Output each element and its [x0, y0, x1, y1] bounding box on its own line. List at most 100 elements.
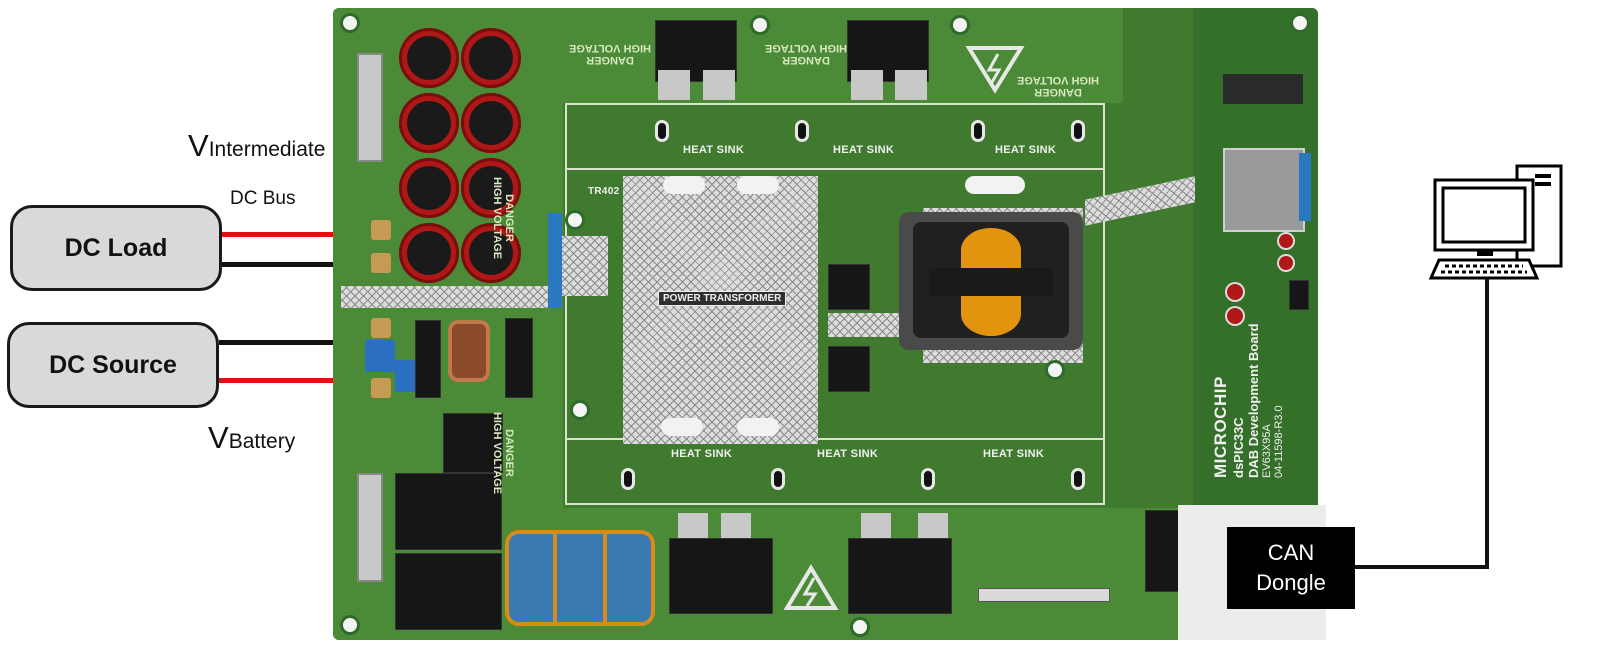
dc-load-box: DC Load — [10, 205, 222, 291]
primary-track-link — [556, 236, 608, 296]
capacitor — [399, 223, 459, 283]
mounting-hole — [1048, 363, 1062, 377]
blue-connector — [548, 213, 562, 308]
usb-connector — [1223, 148, 1305, 232]
heat-sink-slot — [795, 120, 809, 142]
high-voltage-label: HIGH VOLTAGE — [568, 42, 652, 54]
power-module-bottom-right — [848, 538, 952, 614]
dc-load-negative-wire — [222, 262, 344, 267]
inductor — [395, 553, 502, 630]
heat-sink-slot — [921, 468, 935, 490]
toroid-divider — [553, 534, 557, 622]
blue-capacitor — [395, 360, 415, 392]
heat-sink-clip — [703, 70, 735, 100]
heat-sink-clip — [658, 70, 690, 100]
can-dongle-label-line2: Dongle — [1256, 570, 1326, 595]
product-revision: 04-11598-R3.0 — [1273, 405, 1285, 478]
mosfet — [505, 318, 533, 398]
dc-load-positive-wire — [222, 232, 344, 237]
heat-sink-clip — [851, 70, 883, 100]
fuse-bottom — [357, 473, 383, 582]
red-led — [1227, 284, 1243, 300]
danger-warning-upper: DANGER HIGH VOLTAGE — [491, 158, 515, 278]
dc-source-positive-wire — [219, 378, 344, 383]
debug-header — [978, 588, 1110, 602]
danger-label: DANGER — [503, 194, 515, 242]
inductor-winding — [961, 228, 1021, 272]
heat-sink-label: HEAT SINK — [817, 448, 879, 460]
transformer-pin — [737, 418, 779, 436]
product-subtitle: DAB Development Board — [1246, 323, 1261, 478]
resonant-inductor — [828, 264, 870, 310]
transformer-pin — [663, 176, 705, 194]
usb-cable-horizontal — [1355, 565, 1489, 569]
capacitor — [461, 93, 521, 153]
terminal — [371, 378, 391, 398]
usb-cable-vertical — [1485, 278, 1489, 568]
blue-header — [1299, 153, 1311, 221]
heat-sink-label: HEAT SINK — [683, 144, 745, 156]
mounting-hole — [568, 213, 582, 227]
mounting-hole — [753, 18, 767, 32]
heat-sink-slot — [621, 468, 635, 490]
heat-sink-label: HEAT SINK — [983, 448, 1045, 460]
transformer-pin — [737, 176, 779, 194]
product-part-number: EV63X95A — [1261, 424, 1273, 478]
mounting-hole — [343, 16, 357, 30]
mounting-hole — [853, 620, 867, 634]
dab-development-board: DANGER HIGH VOLTAGE DANGER HIGH VOLTAGE … — [333, 8, 1318, 640]
heat-sink-clip — [918, 513, 948, 539]
red-led — [1227, 308, 1243, 324]
high-voltage-label: HIGH VOLTAGE — [491, 176, 503, 260]
transformer-reference: TR402 — [588, 186, 620, 197]
toroid-divider — [603, 534, 607, 622]
heat-sink-slot — [971, 120, 985, 142]
mounting-hole — [953, 18, 967, 32]
board-branding: MICROCHIP dsPIC33C DAB Development Board… — [1211, 278, 1285, 478]
power-transformer — [623, 176, 818, 444]
heat-sink-clip — [895, 70, 927, 100]
high-voltage-label: HIGH VOLTAGE — [764, 42, 848, 54]
v-battery-label: VBattery — [208, 420, 295, 456]
heat-sink-label: HEAT SINK — [671, 448, 733, 460]
heat-sink-slot — [771, 468, 785, 490]
capacitor — [399, 28, 459, 88]
danger-label: DANGER — [586, 54, 634, 66]
heat-sink-outline — [565, 103, 1105, 505]
heat-sink-label: HEAT SINK — [833, 144, 895, 156]
high-voltage-label: HIGH VOLTAGE — [491, 411, 503, 495]
red-led — [1279, 234, 1293, 248]
brand-logo-text: MICROCHIP — [1211, 376, 1230, 478]
heat-sink-clip — [678, 513, 708, 539]
red-led — [1279, 256, 1293, 270]
computer-icon — [1428, 164, 1563, 280]
terminal — [371, 318, 391, 338]
dc-bus-label: DC Bus — [230, 188, 296, 209]
mounting-hole — [573, 403, 587, 417]
capacitor — [461, 28, 521, 88]
inductor-pin — [965, 176, 1025, 194]
capacitor — [461, 223, 521, 283]
heat-sink-slot — [1071, 468, 1085, 490]
relay — [443, 413, 503, 473]
mounting-hole — [343, 618, 357, 632]
v-intermediate-label: VIntermediate — [188, 128, 325, 164]
high-voltage-warning-icon — [783, 564, 839, 610]
danger-label: DANGER — [782, 54, 830, 66]
power-jack — [1289, 280, 1309, 310]
v-intermediate-subscript: Intermediate — [208, 138, 326, 161]
mounting-hole — [1293, 16, 1307, 30]
can-dongle-label-line1: CAN — [1267, 540, 1315, 565]
v-battery-subscript: Battery — [228, 430, 296, 453]
heat-sink-divider-bottom — [565, 438, 1105, 440]
danger-warning-lower: DANGER HIGH VOLTAGE — [491, 393, 515, 513]
capacitor — [399, 93, 459, 153]
main-inductor — [899, 212, 1083, 350]
fuse-top — [357, 53, 383, 162]
capacitor — [399, 158, 459, 218]
danger-warning-top-2: DANGER HIGH VOLTAGE — [761, 42, 851, 66]
heat-sink-divider-top — [565, 168, 1105, 170]
toroid-inductor — [505, 530, 655, 626]
secondary-link — [828, 313, 903, 337]
danger-warning-top-1: DANGER HIGH VOLTAGE — [565, 42, 655, 66]
